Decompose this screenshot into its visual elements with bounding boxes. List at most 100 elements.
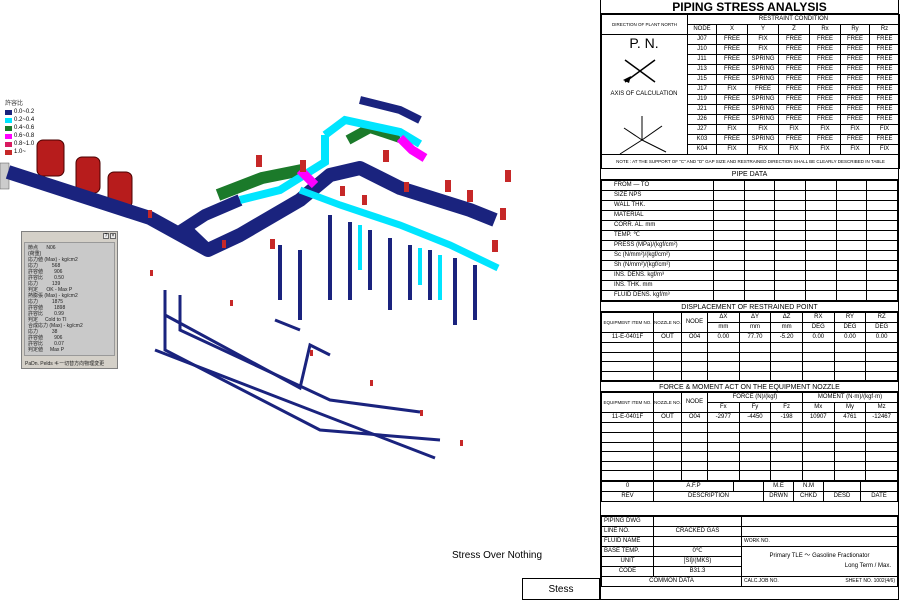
pipe-data-label: WALL THK. (601, 200, 714, 211)
restraint-cell: SPRING (747, 74, 779, 85)
lower-lines[interactable] (154, 290, 441, 460)
force-table: EQUIPMENT ITEM NO. NOZZLE NO. NODE FORCE… (601, 392, 899, 481)
piping-isometric-model[interactable] (0, 0, 600, 600)
model-viewport[interactable]: 許容比 0.0~0.2 0.2~0.4 0.4~0.6 0.6~0.8 0.8~… (0, 0, 600, 600)
pipe-data-row: FROM — TO (601, 180, 898, 191)
displacement-cell: OUT (653, 332, 682, 343)
restraint-header-cell: Rz (868, 24, 900, 35)
pipe-data-row: Sh (N/mm²)/(kgf/cm²) (601, 260, 898, 271)
axis-label: AXIS OF CALCULATION (610, 91, 678, 97)
restraint-cell: FREE (809, 34, 841, 45)
force-cell: -198 (770, 412, 803, 424)
displacement-title: DISPLACEMENT OF RESTRAINED POINT (601, 301, 898, 312)
restraint-cell: FREE (868, 104, 900, 115)
direction-label: DIRECTION OF PLANT NORTH (601, 14, 688, 35)
cyan-drops[interactable] (358, 225, 442, 300)
restraint-cell: J17 (687, 84, 717, 95)
restraint-cell: FIX (716, 144, 748, 155)
force-cell: -2977 (707, 412, 740, 424)
restraint-cell: FREE (716, 44, 748, 55)
view-caption: Stress Over Nothing (452, 550, 543, 561)
pipe-data-label: PRESS (MPa)/(kgf/cm²) (601, 240, 714, 251)
stressed-segment[interactable] (215, 164, 304, 201)
restraint-cell: J19 (687, 94, 717, 105)
node-info-window[interactable]: ? × 節点 N06 (荷重) 応力値 (Max) - kg/cm2 応力 56… (21, 231, 118, 369)
restraint-cell: FREE (778, 44, 810, 55)
restraint-table: DIRECTION OF PLANT NORTH RESTRAINT CONDI… (600, 14, 900, 169)
restraint-cell: FREE (840, 134, 870, 145)
restraint-cell: SPRING (747, 134, 779, 145)
legend-item: 1.0~ (5, 148, 34, 156)
restraint-header-cell: Y (747, 24, 779, 35)
branch-pipe[interactable] (298, 186, 500, 272)
force-cell: 10907 (801, 412, 835, 424)
pipe-data-label: MATERIAL (601, 210, 714, 221)
branch-pipe[interactable] (322, 115, 423, 148)
restraint-cell: FREE (840, 84, 870, 95)
critical-segment[interactable] (296, 166, 319, 189)
support-markers (148, 150, 511, 446)
critical-segment[interactable] (396, 134, 428, 162)
restraint-cell: K04 (687, 144, 717, 155)
restraint-cell: FREE (809, 134, 841, 145)
restraint-cell: FREE (778, 134, 810, 145)
displacement-cell: 0.00 (865, 332, 898, 343)
restraint-cell: FIX (840, 124, 870, 135)
force-cell: 11-E-0401F (601, 412, 654, 424)
restraint-cell: FREE (747, 84, 779, 95)
help-icon[interactable]: ? (103, 233, 109, 239)
force-cell: -4450 (738, 412, 772, 424)
restraint-cell: FREE (778, 54, 810, 65)
close-icon[interactable]: × (110, 233, 116, 239)
stress-legend: 許容比 0.0~0.2 0.2~0.4 0.4~0.6 0.6~0.8 0.8~… (5, 100, 34, 156)
pipe-data-row: WALL THK. (601, 200, 898, 211)
restraint-cell: FREE (716, 64, 748, 75)
restraint-cell: FREE (868, 44, 900, 55)
analysis-sheet: PIPING STRESS ANALYSIS DIRECTION OF PLAN… (600, 0, 900, 600)
displacement-cell: 0.00 (833, 332, 867, 343)
force-cell: 4761 (833, 412, 867, 424)
restraint-cell: J21 (687, 104, 717, 115)
force-cell: O04 (681, 412, 708, 424)
restraint-cell: FIX (716, 124, 748, 135)
restraint-cell: FREE (716, 94, 748, 105)
restraint-cell: SPRING (747, 104, 779, 115)
pipe-data-label: INS. DENS. kgf/m³ (601, 270, 714, 281)
restraint-cell: FREE (809, 44, 841, 55)
north-arrow-icon (623, 59, 656, 83)
vertical-drops[interactable] (278, 215, 477, 325)
restraint-cell: K03 (687, 134, 717, 145)
pipe-data-row: INS. DENS. kgf/m³ (601, 270, 898, 281)
restraint-cell: FREE (778, 104, 810, 115)
restraint-cell: FREE (809, 74, 841, 85)
restraint-cell: FREE (778, 34, 810, 45)
restraint-cell: FIX (747, 124, 779, 135)
elbow-pipe[interactable] (175, 194, 243, 255)
pipe-data-row: MATERIAL (601, 210, 898, 221)
pipe-data-label: FLUID DENS. kgf/m³ (601, 290, 714, 301)
restraint-header-cell: X (716, 24, 748, 35)
restraint-cell: FREE (809, 84, 841, 95)
restraint-note: NOTE : AT THE SUPPORT OF "C" AND "D" GAP… (600, 154, 900, 169)
restraint-cell: J26 (687, 114, 717, 125)
window-titlebar[interactable]: ? × (22, 232, 117, 240)
restraint-cell: J13 (687, 64, 717, 75)
main-header-pipe[interactable] (5, 161, 498, 257)
upper-pipe[interactable] (359, 96, 422, 124)
restraint-cell: J27 (687, 124, 717, 135)
restraint-cell: FREE (868, 94, 900, 105)
restraint-cell: FIX (809, 144, 841, 155)
stess-button[interactable]: Stess (522, 578, 600, 600)
force-title: FORCE & MOMENT ACT ON THE EQUIPMENT NOZZ… (601, 381, 898, 393)
restraint-cell: FREE (868, 134, 900, 145)
restraint-cell: FREE (716, 54, 748, 65)
legend-item: 0.8~1.0 (5, 140, 34, 148)
force-cell: OUT (653, 412, 682, 424)
